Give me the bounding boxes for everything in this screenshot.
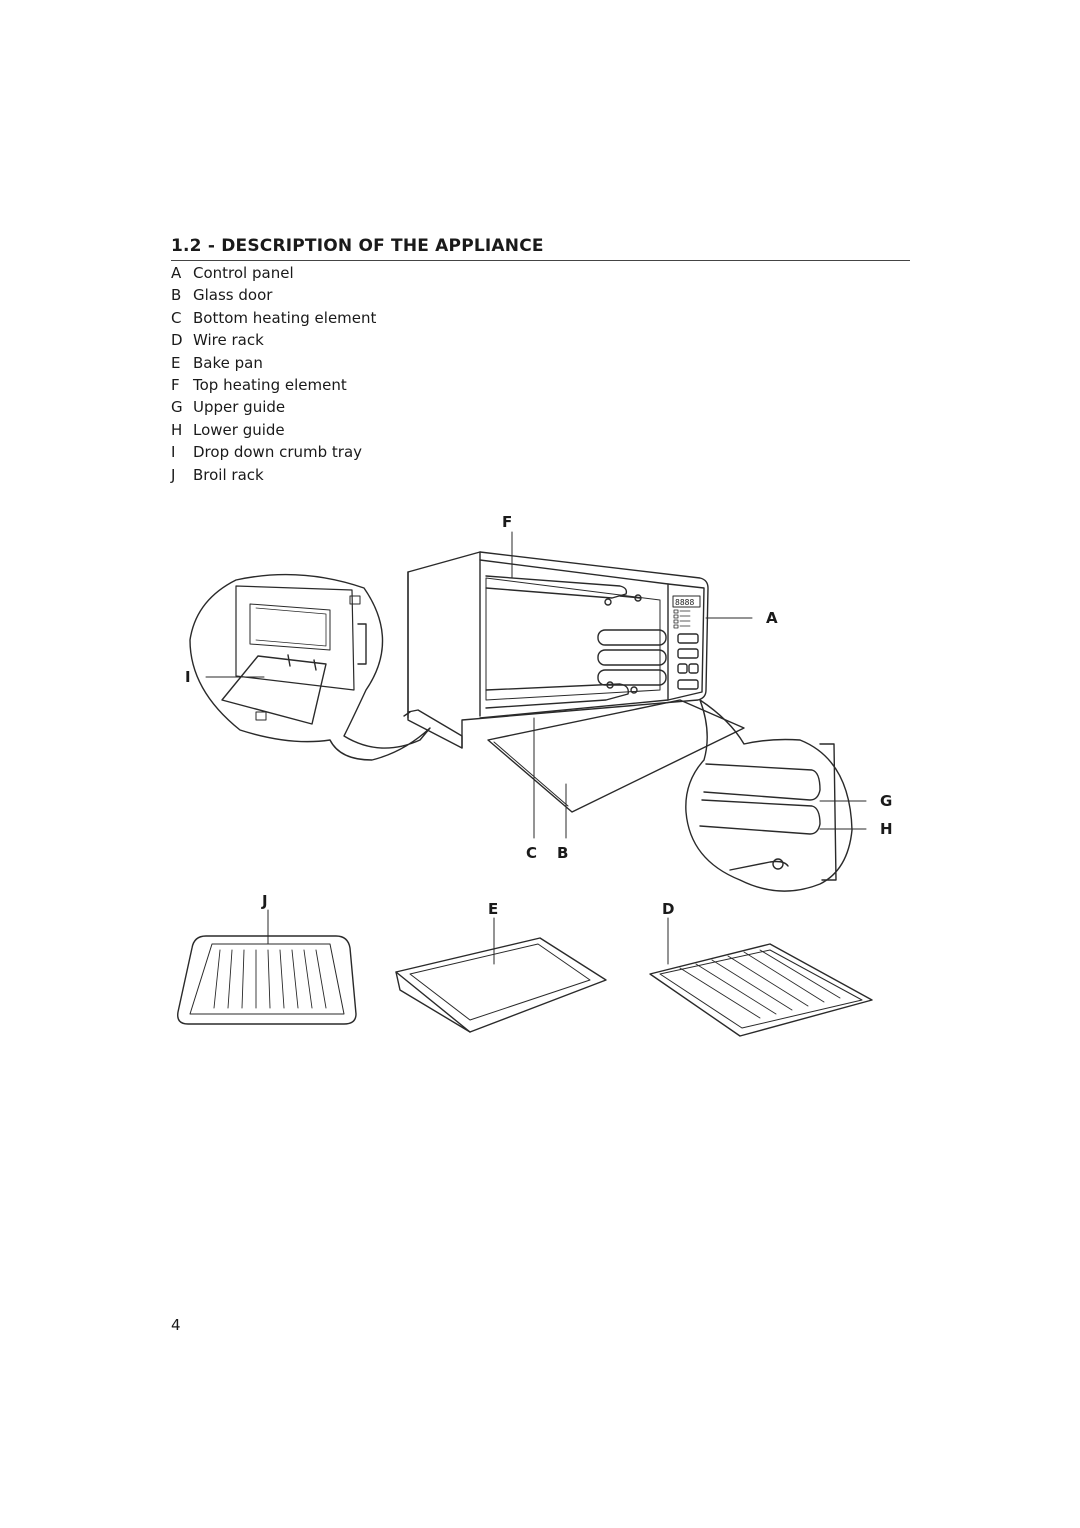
- panel-button: [677, 663, 688, 674]
- panel-button: [677, 648, 699, 659]
- part-label: Glass door: [193, 286, 273, 305]
- list-item: B Glass door: [171, 284, 376, 306]
- part-label: Drop down crumb tray: [193, 443, 363, 462]
- panel-button: [677, 633, 699, 644]
- display-window: [672, 595, 701, 608]
- broil-rack-illustration: [177, 935, 357, 1025]
- callout-D: D: [662, 900, 674, 918]
- list-item: F Top heating element: [171, 374, 376, 396]
- list-item: I Drop down crumb tray: [171, 441, 376, 463]
- part-label: Lower guide: [193, 420, 285, 439]
- part-letter: B: [171, 286, 182, 305]
- part-letter: C: [171, 308, 182, 327]
- list-item: J Broil rack: [171, 464, 376, 486]
- bake-pan-illustration: [395, 937, 607, 1033]
- part-letter: J: [171, 465, 176, 484]
- part-letter: I: [171, 443, 176, 462]
- callout-H: H: [880, 820, 893, 838]
- part-label: Wire rack: [193, 331, 264, 350]
- part-letter: A: [171, 264, 182, 282]
- part-label: Top heating element: [193, 375, 347, 394]
- callout-C: C: [526, 844, 537, 862]
- parts-list: A Control panel B Glass door C Bottom heati…: [171, 262, 376, 486]
- callout-E: E: [488, 900, 498, 918]
- callout-I: I: [185, 668, 191, 686]
- list-item: D Wire rack: [171, 329, 376, 351]
- list-item: H Lower guide: [171, 419, 376, 441]
- guide-detail: [685, 699, 853, 892]
- callout-B: B: [557, 844, 568, 862]
- oven-illustration: 8888: [403, 551, 745, 813]
- part-letter: D: [171, 331, 183, 350]
- part-label: Bake pan: [193, 353, 263, 372]
- part-label: Control panel: [193, 264, 294, 282]
- wire-rack-illustration: [649, 943, 873, 1037]
- part-label: Upper guide: [193, 398, 286, 417]
- list-item: C Bottom heating element: [171, 307, 376, 329]
- heading-rule: [171, 260, 910, 261]
- panel-button: [677, 679, 699, 690]
- part-letter: H: [171, 420, 183, 439]
- part-label: Bottom heating element: [193, 308, 377, 327]
- part-letter: E: [171, 353, 181, 372]
- list-item: G Upper guide: [171, 396, 376, 418]
- callout-F: F: [502, 513, 512, 531]
- page-number: 4: [171, 1316, 181, 1334]
- callout-A: A: [766, 609, 778, 627]
- list-item: E Bake pan: [171, 352, 376, 374]
- part-letter: G: [171, 398, 183, 417]
- display-readout: 8888: [675, 598, 694, 607]
- panel-button: [688, 663, 699, 674]
- leader-lines: [205, 531, 867, 965]
- list-item: A Control panel: [171, 262, 376, 284]
- part-letter: F: [171, 375, 180, 394]
- callout-J: J: [261, 892, 268, 910]
- section-heading: 1.2 - DESCRIPTION OF THE APPLIANCE: [171, 236, 544, 256]
- part-label: Broil rack: [193, 465, 264, 484]
- crumb-tray-detail: [189, 573, 431, 761]
- callout-G: G: [880, 792, 892, 810]
